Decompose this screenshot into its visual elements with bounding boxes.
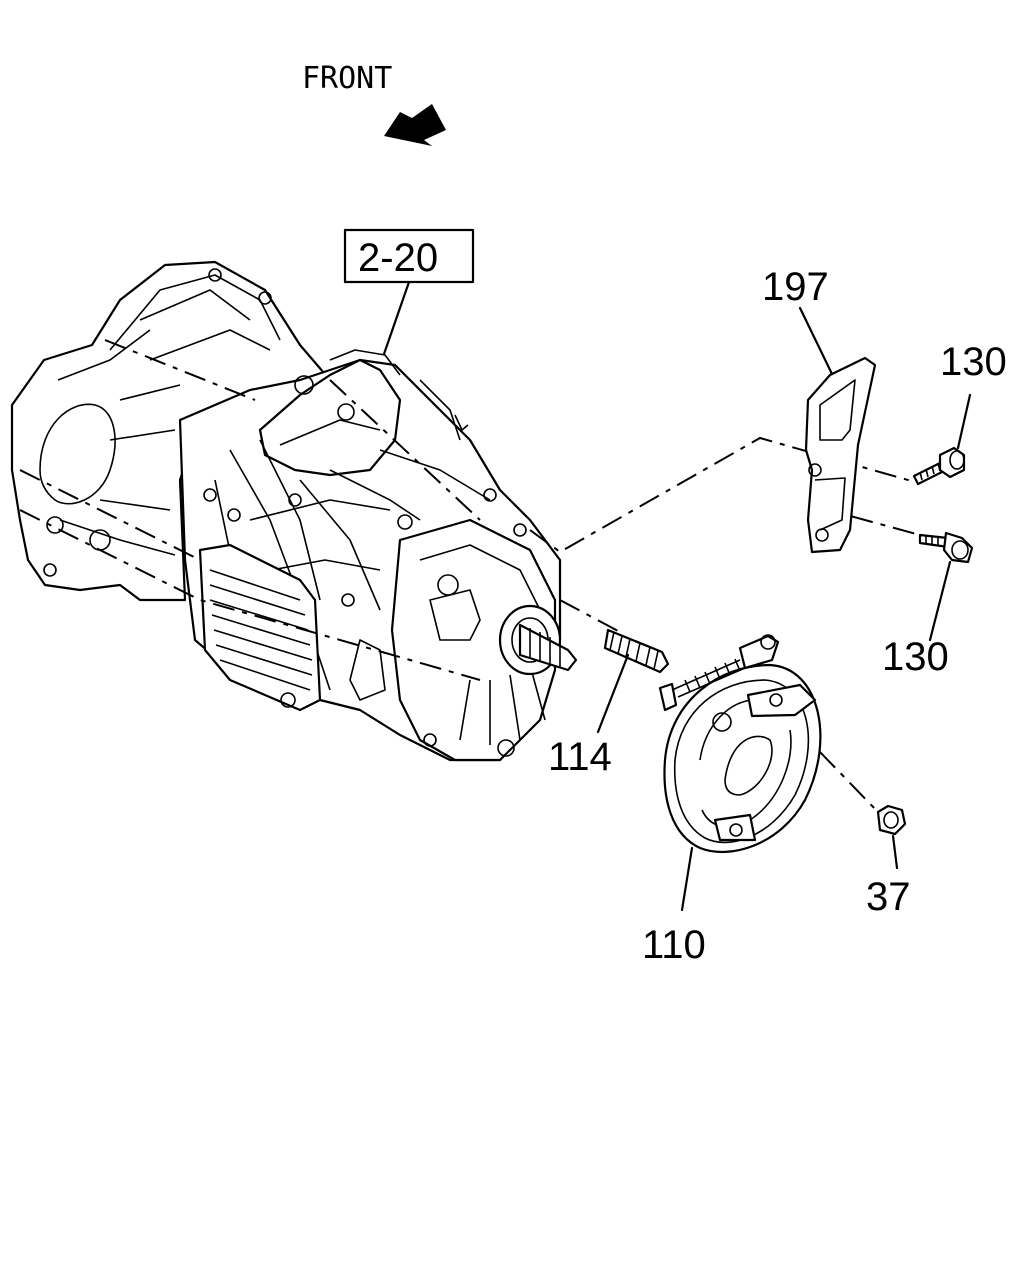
assembly-line-nut [759,689,879,813]
brake-assembly-110[interactable] [658,634,822,853]
arrow-front-icon [384,104,446,146]
callout-130-lower: 130 [882,635,949,679]
leader-130-upper [956,393,972,450]
leader-37 [891,834,899,870]
leader-114 [596,653,630,734]
bolt-130-upper[interactable] [912,446,966,486]
front-label: FRONT [302,61,392,96]
transmission-assembly[interactable] [10,260,578,762]
callout-197: 197 [762,265,829,309]
callout-114: 114 [548,735,612,779]
assembly-line-housing [19,339,481,681]
assembly-line-stud [559,599,621,633]
callout-110: 110 [642,923,706,967]
leader-110 [680,846,694,912]
nut-37[interactable] [876,804,907,836]
bracket-197[interactable] [804,356,877,554]
callout-130-upper: 130 [940,340,1007,384]
reference-box[interactable]: 2-20 [343,228,475,284]
leader-130-lower [928,560,952,642]
stud-114[interactable] [603,628,670,674]
reference-leader [382,280,411,356]
leader-197 [798,306,834,376]
bolt-130-lower[interactable] [918,531,974,564]
callout-37: 37 [866,875,911,919]
reference-label: 2-20 [358,236,438,280]
